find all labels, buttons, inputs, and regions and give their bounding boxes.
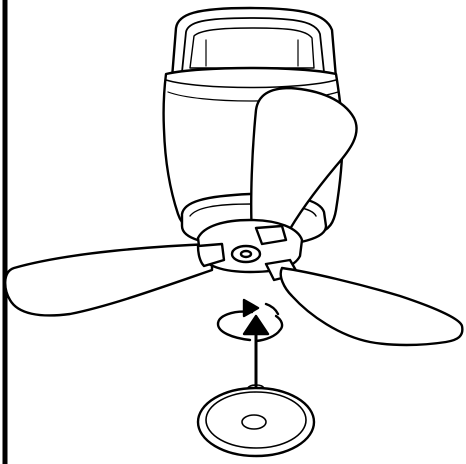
fan-blade-right — [281, 268, 463, 345]
direction-arrow — [244, 316, 268, 386]
fan-blade-left — [5, 244, 212, 315]
cover-cap — [198, 385, 314, 456]
